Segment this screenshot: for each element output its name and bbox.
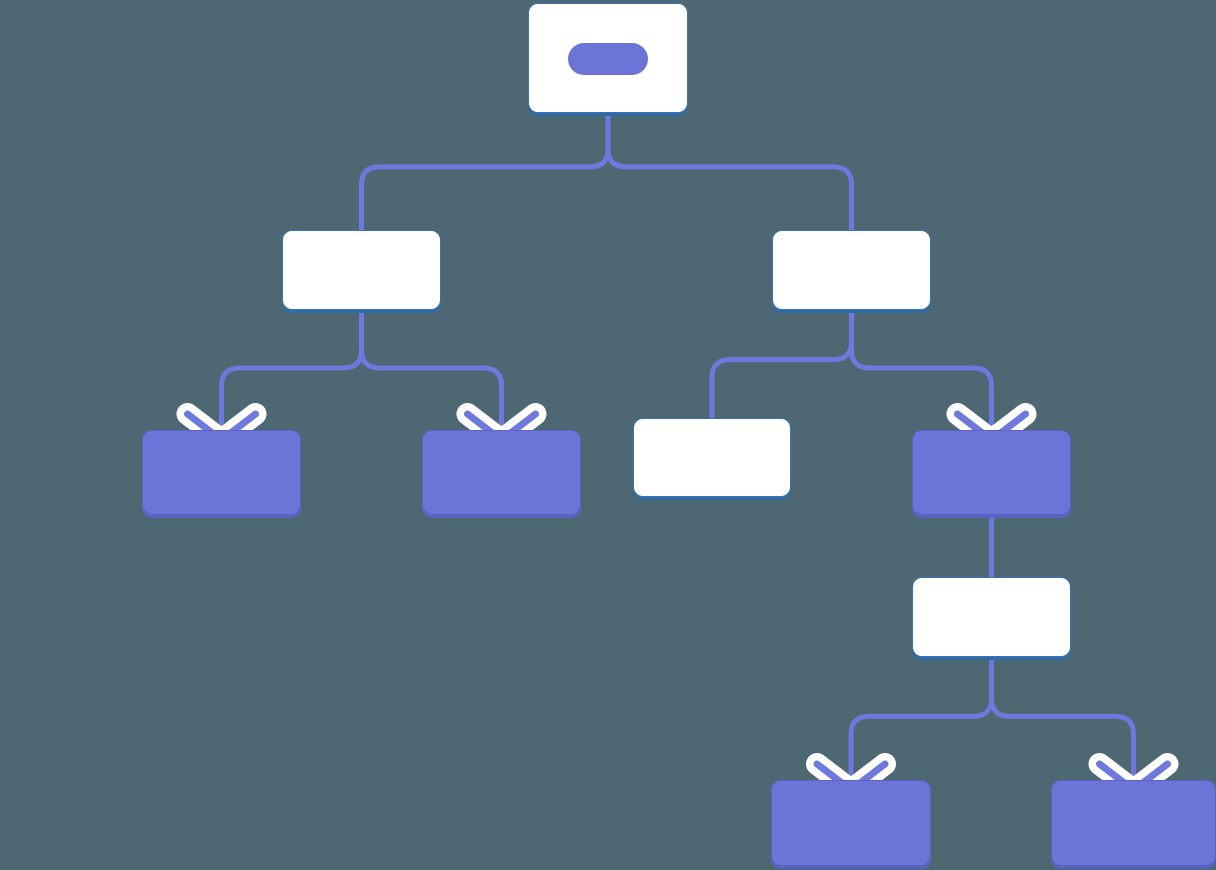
connector-e5 — [849, 307, 994, 439]
connector-e2 — [219, 307, 364, 439]
root-node-pill[interactable] — [568, 43, 648, 75]
connector-e7 — [848, 654, 994, 789]
connector-e4 — [709, 307, 854, 421]
diagram-node-n6[interactable] — [912, 430, 1071, 515]
connector-e8 — [989, 654, 1136, 789]
diagram-node-n4[interactable] — [422, 430, 581, 515]
diagram-node-n8[interactable] — [771, 780, 931, 866]
diagram-node-n7[interactable] — [912, 577, 1071, 657]
diagram-node-n5[interactable] — [633, 418, 791, 497]
connector-e1 — [605, 110, 854, 233]
diagram-node-n9[interactable] — [1051, 780, 1216, 866]
diagram-node-n3[interactable] — [142, 430, 301, 515]
connector-e0 — [359, 110, 611, 233]
diagram-node-n1[interactable] — [282, 230, 441, 310]
diagram-node-n2[interactable] — [772, 230, 931, 310]
connector-e3 — [359, 307, 504, 439]
